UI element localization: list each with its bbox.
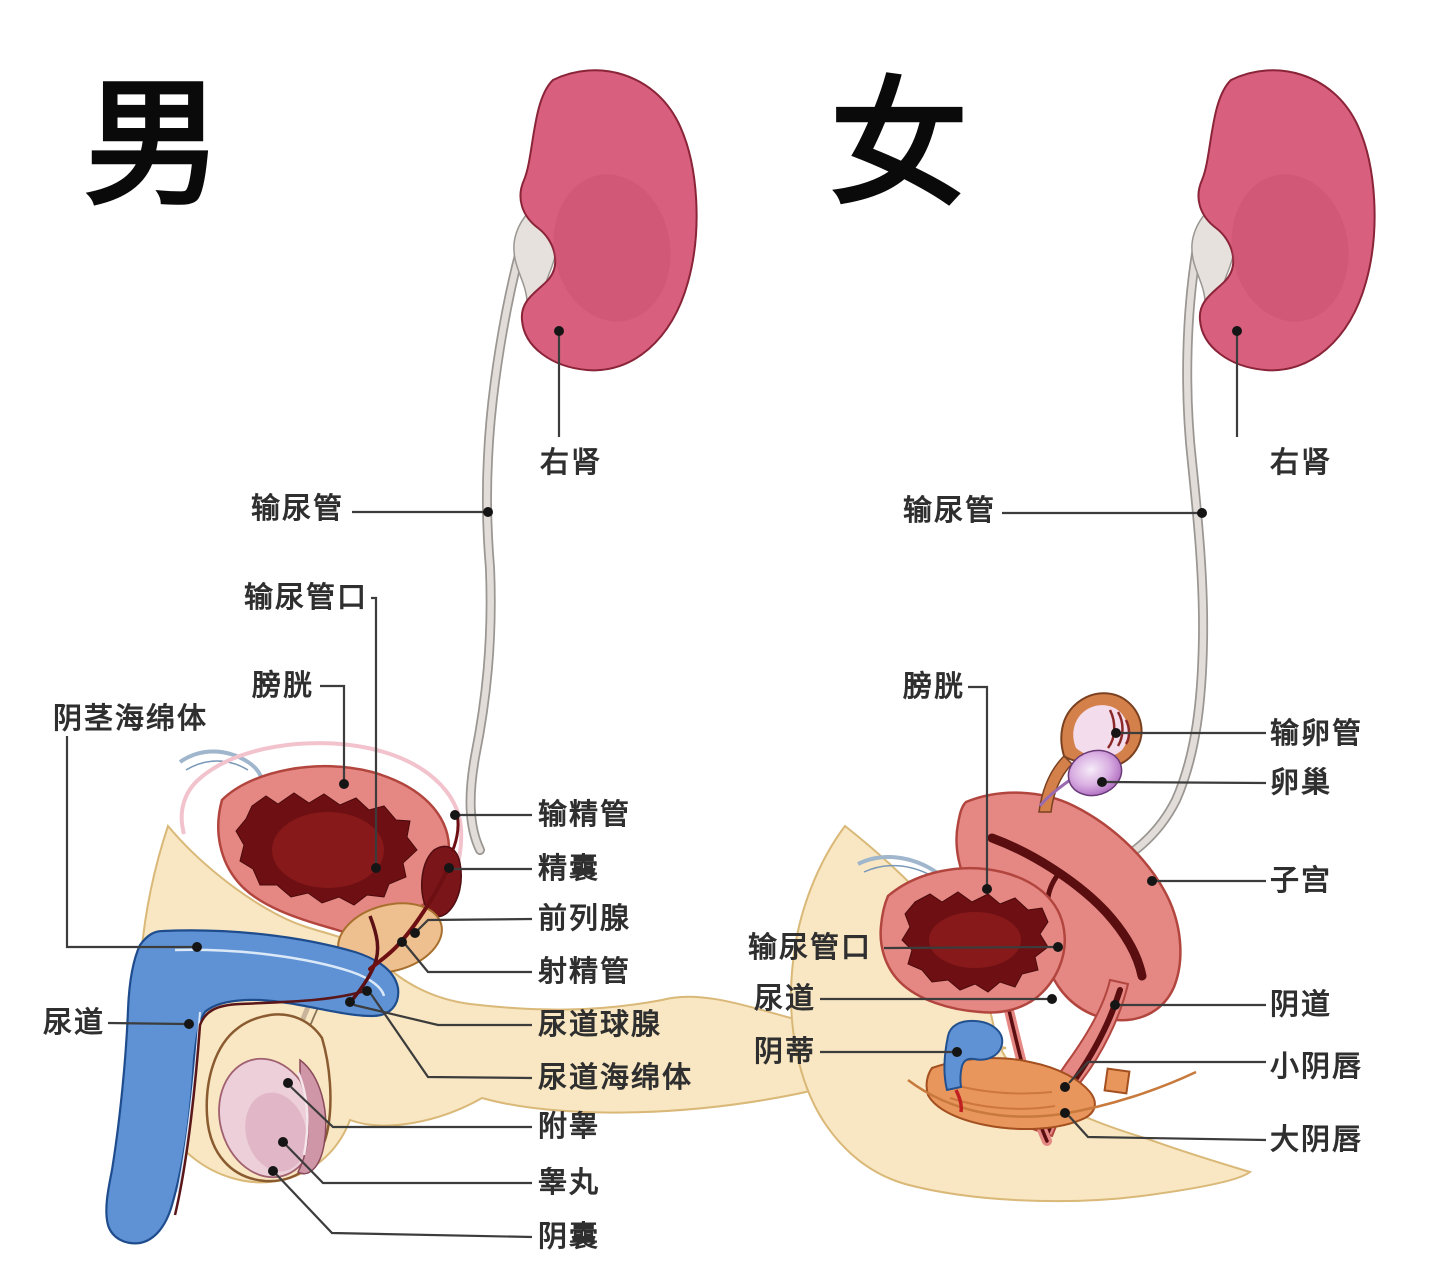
female-labia-square	[1103, 1067, 1131, 1095]
female-illustration	[790, 69, 1376, 1203]
leader-male-epididymis	[283, 1078, 532, 1129]
male-bladder-interior-glow	[272, 812, 384, 888]
label-male-urethra: 尿道	[42, 1007, 105, 1039]
female-kidney	[1190, 69, 1376, 372]
label-female-right-kidney: 右肾	[1270, 447, 1333, 479]
male-title: 男	[84, 68, 223, 222]
label-female-clitoris: 阴蒂	[753, 1036, 816, 1068]
leader-male-urethra	[107, 1019, 194, 1029]
label-male-bulbourethral-gland: 尿道球腺	[538, 1009, 663, 1041]
male-ligament-wisp2	[185, 760, 249, 771]
leader-female-ureteral-orifice	[883, 942, 1063, 952]
leader-female-uterus	[1147, 876, 1266, 886]
male-epididymis-sliver	[296, 1071, 309, 1156]
label-female-labia-majora: 大阴唇	[1270, 1124, 1364, 1156]
leader-female-clitoris	[820, 1047, 962, 1057]
female-clitoris-tip	[954, 1089, 963, 1113]
male-kidney	[512, 69, 698, 372]
label-female-fallopian-tube: 输卵管	[1270, 718, 1364, 750]
leader-male-seminal-vesicle	[444, 863, 532, 873]
leader-female-ovary	[1097, 777, 1267, 787]
leader-male-testis	[278, 1137, 532, 1185]
label-female-ureteral-orifice: 输尿管口	[747, 932, 872, 964]
leader-male-ureteral-orifice	[371, 596, 381, 873]
male-vas-loop-outline	[179, 741, 464, 914]
female-fimbriae	[1116, 711, 1124, 747]
leader-male-ureter	[352, 507, 493, 517]
label-female-vagina: 阴道	[1270, 989, 1333, 1021]
male-penis-channel-highlight	[174, 948, 386, 997]
label-female-uterus: 子宫	[1270, 865, 1333, 897]
label-female-labia-minora: 小阴唇	[1270, 1051, 1364, 1083]
label-female-bladder: 膀胱	[902, 671, 965, 703]
label-male-bladder: 膀胱	[251, 670, 314, 702]
female-ovary-ligament	[1038, 778, 1071, 807]
leader-male-right-kidney	[554, 326, 564, 437]
label-male-epididymis: 附睾	[538, 1111, 601, 1143]
label-male-scrotum: 阴囊	[538, 1221, 601, 1253]
label-male-right-kidney: 右肾	[540, 447, 603, 479]
label-female-ovary: 卵巢	[1270, 767, 1333, 799]
label-male-seminal-vesicle: 精囊	[538, 853, 601, 885]
label-male-ureter: 输尿管	[250, 493, 344, 525]
label-male-ejaculatory-duct: 射精管	[538, 956, 632, 988]
label-male-testis: 睾丸	[538, 1167, 601, 1199]
leader-male-bladder	[320, 684, 349, 789]
leader-male-corpus-spongiosum	[362, 986, 533, 1080]
label-male-corpus-cavernosum: 阴茎海绵体	[53, 703, 209, 735]
female-endometrium-line	[987, 833, 1147, 981]
female-clitoris-shape	[943, 1019, 1004, 1092]
leader-male-ejaculatory-duct	[397, 937, 532, 974]
leader-male-scrotum	[268, 1166, 533, 1239]
male-ureter-tube-inner	[467, 236, 527, 854]
male-leader-lines	[65, 326, 564, 1239]
female-title: 女	[830, 68, 969, 222]
male-penile-urethra-line	[173, 988, 369, 1216]
label-male-ureteral-orifice: 输尿管口	[243, 582, 368, 614]
label-male-corpus-spongiosum: 尿道海绵体	[538, 1062, 694, 1094]
leader-female-urethra	[820, 994, 1057, 1004]
leader-female-vagina	[1110, 1000, 1266, 1010]
female-leader-lines	[820, 326, 1267, 1142]
leader-female-ureter	[1002, 508, 1207, 518]
leader-male-corpus-cavernosum	[65, 736, 202, 952]
female-bladder-interior-glow	[929, 912, 1021, 968]
female-ligament-wisp2	[863, 864, 933, 877]
leader-male-vas-deferens	[450, 810, 532, 820]
label-female-urethra: 尿道	[753, 983, 816, 1015]
label-male-prostate: 前列腺	[538, 903, 632, 935]
leader-female-labia-minora	[1060, 1060, 1266, 1092]
leader-female-right-kidney	[1232, 326, 1242, 437]
male-illustration	[105, 69, 1007, 1245]
leader-female-labia-majora	[1060, 1108, 1267, 1142]
male-ureter-tube	[465, 235, 528, 855]
female-ovary-shape	[1067, 749, 1123, 797]
leader-female-fallopian-tube	[1111, 728, 1266, 738]
label-female-ureter: 输尿管	[902, 495, 996, 527]
label-male-vas-deferens: 输精管	[538, 799, 632, 831]
female-ureter-tube-inner	[1092, 238, 1207, 876]
leader-female-bladder	[968, 685, 992, 894]
leader-male-prostate	[410, 917, 533, 938]
